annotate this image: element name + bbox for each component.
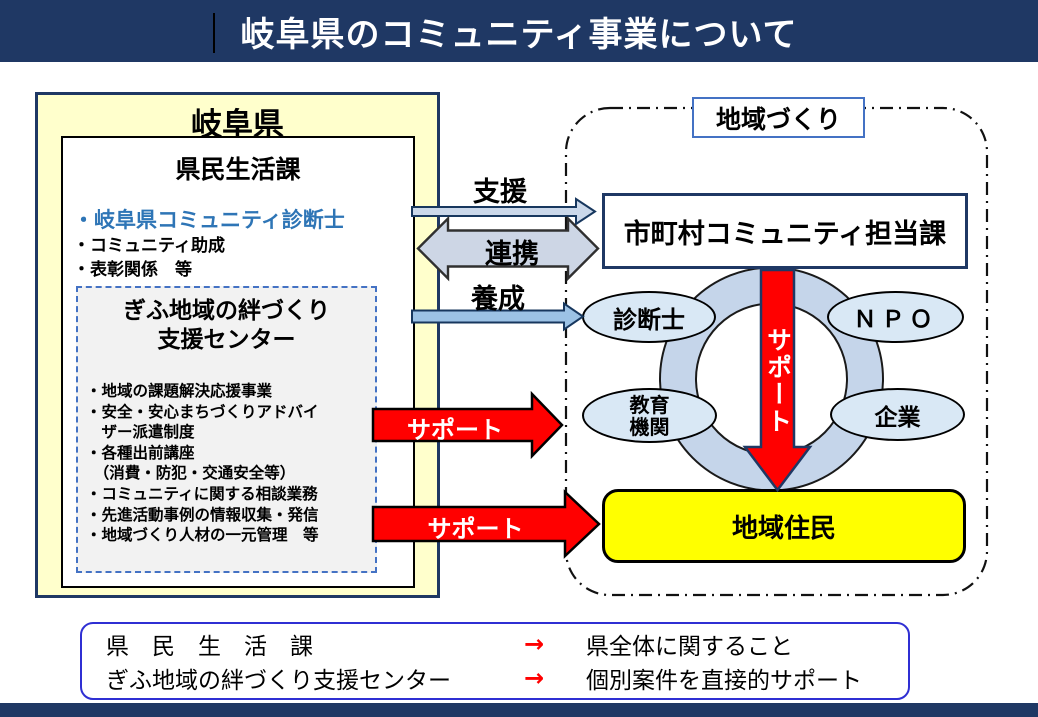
citizens-life-division-box: 県民生活課 ・岐阜県コミュニティ診断士 ・コミュニティ助成 ・表彰関係 等 ぎふ… — [61, 136, 415, 588]
kizuna-center-title: ぎふ地域の絆づくり 支援センター — [78, 297, 375, 355]
kizuna-title-line2: 支援センター — [157, 327, 296, 353]
division-item-hyosho: ・表彰関係 等 — [73, 260, 192, 280]
kizuna-item-line: ・コミュニティに関する相談業務 — [86, 484, 318, 503]
ellipse-shindanshi: 診断士 — [582, 291, 716, 343]
kizuna-title-line1: ぎふ地域の絆づくり — [123, 298, 330, 324]
legend-row-2: ぎふ地域の絆づくり支援センター → 個別案件を直接的サポート — [106, 661, 908, 695]
kizuna-item-line: ・各種出前講座 — [86, 443, 195, 462]
division-item-list: ・岐阜県コミュニティ診断士 ・コミュニティ助成 ・表彰関係 等 — [73, 206, 345, 282]
legend-row2-right: 個別案件を直接的サポート — [586, 668, 862, 694]
legend-row1-arrow-icon: → — [524, 630, 545, 658]
yosei-label: 養成 — [471, 284, 525, 315]
kyoiku-line1: 教育 — [629, 392, 670, 417]
title-banner: 岐阜県のコミュニティ事業について — [0, 0, 1038, 62]
gifu-prefecture-panel: 岐阜県 県民生活課 ・岐阜県コミュニティ診断士 ・コミュニティ助成 ・表彰関係 … — [35, 92, 440, 598]
support-label-2: サポート — [427, 515, 524, 543]
kizuna-item-line: ・安全・安心まちづくりアドバイ — [86, 402, 319, 421]
kizuna-item-line: ・地域づくり人材の一元管理 等 — [86, 526, 319, 545]
region-label-chiikizukuri: 地域づくり — [692, 97, 865, 138]
legend-row1-left: 県 民 生 活 課 — [106, 634, 313, 660]
legend-row-1: 県 民 生 活 課 → 県全体に関すること — [106, 627, 908, 661]
bottom-bar — [0, 703, 1038, 717]
legend-row2-arrow-icon: → — [524, 664, 545, 692]
support-label-1: サポート — [407, 416, 503, 444]
ellipse-kigyo: 企業 — [830, 388, 965, 441]
kyoiku-line2: 機関 — [629, 414, 670, 439]
page-title: 岐阜県のコミュニティ事業について — [240, 14, 798, 55]
kizuna-item-list: ・地域の課題解決応援事業 ・安全・安心まちづくりアドバイ ザー派遣制度 ・各種出… — [86, 381, 319, 546]
kizuna-item-line: ザー派遣制度 — [86, 423, 195, 442]
support-label-vertical: サポート — [763, 327, 793, 435]
local-residents-box: 地域住民 — [602, 489, 966, 563]
legend-row1-right: 県全体に関すること — [586, 634, 793, 660]
kizuna-item-line: ・地域の課題解決応援事業 — [86, 382, 273, 400]
division-item-josei: ・コミュニティ助成 — [73, 236, 225, 256]
ellipse-kyoiku-kikan: 教育 機関 — [582, 388, 717, 443]
renkei-label: 連携 — [485, 239, 539, 270]
shien-label: 支援 — [473, 177, 527, 208]
division-item-shindanshi: ・岐阜県コミュニティ診断士 — [73, 208, 345, 232]
municipal-community-division-box: 市町村コミュニティ担当課 — [602, 193, 968, 269]
kizuna-item-line: ・先進活動事例の情報収集・発信 — [86, 505, 319, 524]
legend-row2-left: ぎふ地域の絆づくり支援センター — [106, 668, 451, 694]
kizuna-support-center-box: ぎふ地域の絆づくり 支援センター ・地域の課題解決応援事業 ・安全・安心まちづく… — [76, 286, 377, 573]
legend-box: 県 民 生 活 課 → 県全体に関すること ぎふ地域の絆づくり支援センター → … — [80, 622, 910, 700]
citizens-life-division-title: 県民生活課 — [175, 155, 301, 184]
kizuna-item-line: （消費・防犯・交通安全等） — [86, 464, 296, 483]
text-cursor — [213, 13, 215, 53]
ellipse-npo: ＮＰＯ — [827, 291, 964, 343]
